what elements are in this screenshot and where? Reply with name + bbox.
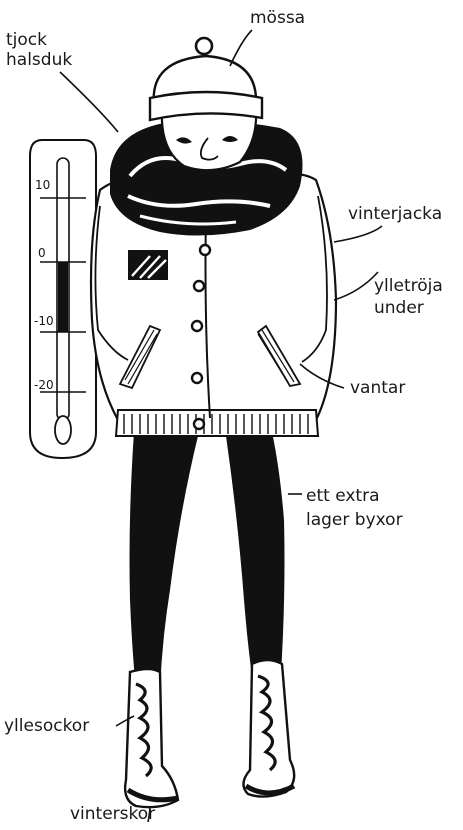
label-thick-scarf-line2: halsduk [6, 50, 72, 70]
label-hat: mössa [250, 8, 305, 28]
label-extra-trousers-line1: ett extra [306, 486, 380, 506]
thermometer-tick-minus-20: -20 [34, 378, 54, 392]
label-extra-trousers-line2: lager byxor [306, 510, 403, 530]
label-wool-sweater-line1: ylletröja [374, 276, 443, 296]
label-mittens: vantar [350, 378, 405, 398]
thermometer-tick-minus-10: -10 [34, 314, 54, 328]
winter-boots [125, 660, 294, 807]
label-wool-socks: yllesockor [4, 716, 89, 736]
thermometer-tick-10: 10 [35, 178, 50, 192]
hat [150, 38, 262, 120]
label-winter-boots: vinterskor [70, 804, 155, 824]
label-winter-jacket: vinterjacka [348, 204, 442, 224]
legs-extra-trousers [130, 432, 285, 690]
thermometer-fill [58, 262, 68, 332]
label-wool-sweater-line2: under [374, 298, 424, 318]
thermometer-tick-0: 0 [38, 246, 46, 260]
label-thick-scarf-line1: tjock [6, 30, 47, 50]
